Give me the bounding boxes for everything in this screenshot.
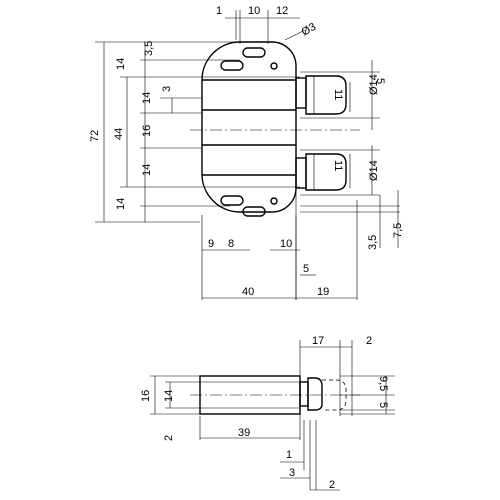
dim-11-b: 11 xyxy=(332,160,344,171)
dim-16: 16 xyxy=(140,390,152,402)
dim-40: 40 xyxy=(242,286,254,298)
dim-10-top: 10 xyxy=(248,5,260,17)
dim-5: 5 xyxy=(377,402,389,408)
dim-14-b: 14 xyxy=(141,92,153,104)
dim-5-right: 5 xyxy=(374,78,386,84)
dim-8: 8 xyxy=(228,238,234,250)
dim-dia14-b: Ø14 xyxy=(368,160,380,181)
dim-16: 16 xyxy=(141,125,153,137)
dim-9-5: 9,5 xyxy=(377,376,389,391)
dim-19: 19 xyxy=(317,286,329,298)
dim-7-5: 7,5 xyxy=(392,223,404,238)
dim-11-a: 11 xyxy=(332,89,344,100)
dim-5-bottom: 5 xyxy=(303,263,309,275)
mounting-slot xyxy=(242,206,266,217)
dim-3-5-top: 3,5 xyxy=(143,41,155,56)
dim-44: 44 xyxy=(113,128,125,140)
dim-14-c: 14 xyxy=(141,164,153,176)
plunger-upper xyxy=(295,75,347,115)
dim-14-d: 14 xyxy=(115,198,127,210)
mounting-slot xyxy=(242,47,266,58)
front-view: 1 10 12 Ø3 3,5 14 3 14 16 14 14 72 44 5 … xyxy=(89,5,404,300)
dim-2-left: 2 xyxy=(163,435,175,441)
dim-17: 17 xyxy=(312,335,324,347)
side-view: 17 2 16 14 9,5 5 2 39 1 3 2 xyxy=(140,335,395,491)
side-plunger xyxy=(299,377,347,411)
body-outline xyxy=(201,41,297,213)
dim-dia14-a: Ø14 xyxy=(368,74,380,95)
dim-2-top: 2 xyxy=(366,335,372,347)
dim-1: 1 xyxy=(286,449,292,461)
mounting-slot xyxy=(220,60,244,71)
dim-9: 9 xyxy=(208,238,214,250)
dim-hole: Ø3 xyxy=(300,21,319,39)
hole-symbol xyxy=(270,197,278,205)
dim-3-5-right: 3,5 xyxy=(367,235,379,250)
mounting-slot xyxy=(220,195,244,206)
dim-72: 72 xyxy=(89,130,101,142)
dim-12: 12 xyxy=(276,5,288,17)
hole-symbol xyxy=(270,62,278,70)
dim-14: 14 xyxy=(163,390,175,402)
dim-10-bottom: 10 xyxy=(280,238,292,250)
dim-3: 3 xyxy=(161,86,173,92)
dim-3: 3 xyxy=(289,467,295,479)
dim-1: 1 xyxy=(216,5,222,17)
dim-14-a: 14 xyxy=(115,58,127,70)
dim-39: 39 xyxy=(238,427,250,439)
dim-2-bottom: 2 xyxy=(329,479,335,491)
